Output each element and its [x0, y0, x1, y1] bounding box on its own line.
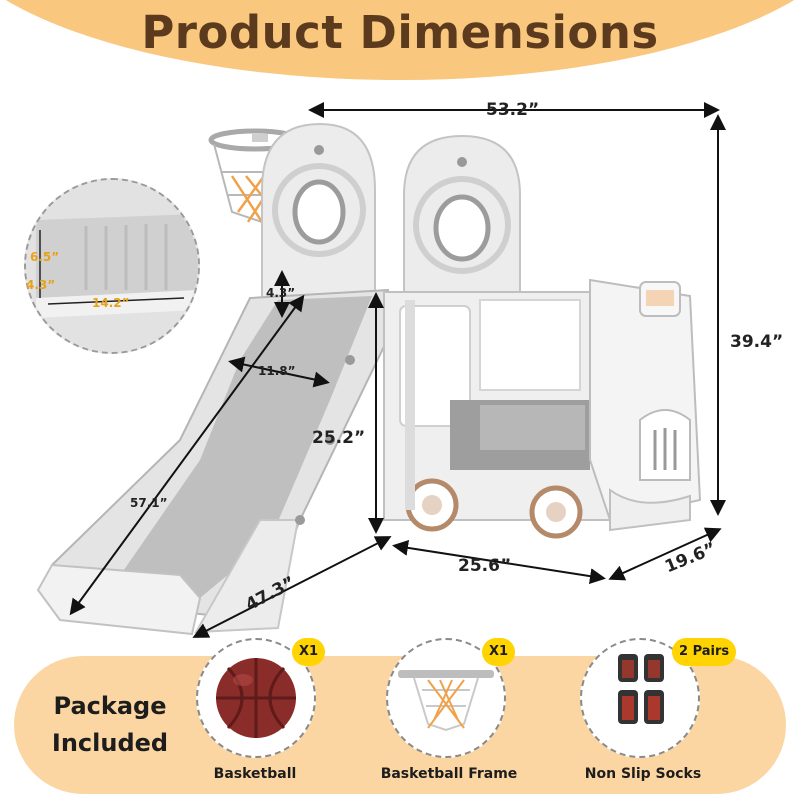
basketball-frame-label: Basketball Frame [380, 766, 518, 782]
dimension-bus-length-label: 25.6” [458, 556, 512, 576]
package-title: Package Included [40, 688, 180, 762]
step-detail-drawing [26, 180, 198, 352]
package-included-section: Package Included X1 Basketball X1 Basket… [0, 638, 800, 800]
dimension-height-label: 39.4” [730, 332, 784, 352]
dimension-slide-length-label: 57.1” [130, 496, 168, 510]
header-banner: Product Dimensions [0, 0, 800, 120]
dimension-step-width-label: 14.2” [92, 296, 130, 310]
basketball-icon [216, 658, 296, 738]
dimension-step-height-label: 6.5” [30, 250, 60, 264]
bus-structure [383, 278, 702, 539]
socks-item-circle [580, 638, 700, 758]
basketball-item-circle [196, 638, 316, 758]
dimension-slide-width-label: 11.8” [258, 364, 296, 378]
package-title-line1: Package [53, 692, 167, 720]
socks-label: Non Slip Socks [584, 766, 702, 782]
dimension-slide-gap-label: 4.3” [266, 286, 296, 300]
basketball-frame-icon [398, 670, 494, 732]
dimension-lines [69, 102, 726, 638]
package-title-line2: Included [51, 729, 169, 757]
dimension-step-riser-label: 4.3” [26, 278, 56, 292]
product-illustration [36, 102, 726, 638]
socks-icon [618, 654, 664, 724]
basketball-frame-quantity-badge: X1 [482, 638, 516, 666]
right-tower [403, 134, 521, 301]
dimension-width-label: 53.2” [486, 100, 540, 120]
basketball-quantity-badge: X1 [292, 638, 326, 666]
step-detail-inset [24, 178, 200, 354]
dimension-platform-height-label: 25.2” [312, 428, 366, 448]
basketball-label: Basketball [213, 766, 297, 782]
page-title: Product Dimensions [141, 6, 659, 59]
left-tower [261, 122, 376, 301]
socks-quantity-badge: 2 Pairs [672, 638, 737, 666]
